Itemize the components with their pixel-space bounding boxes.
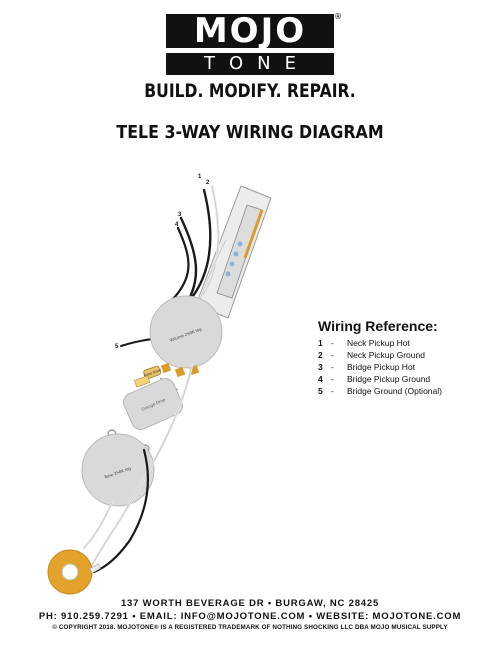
wire-number-5: 5: [115, 344, 119, 350]
reference-item-dash: -: [331, 350, 334, 360]
wire-number-2: 2: [206, 180, 210, 186]
reference-item: 5 - Bridge Ground (Optional): [318, 385, 498, 397]
treble-bleed-label: Treble Bleed: [142, 368, 162, 378]
tone-capacitor: Orange Drop: [122, 377, 184, 430]
footer-copyright: © COPYRIGHT 2018. MOJOTONE® IS A REGISTE…: [52, 624, 448, 631]
wire-number-1: 1: [198, 174, 202, 180]
reference-item-dash: -: [331, 374, 334, 384]
tagline: BUILD. MODIFY. REPAIR.: [144, 80, 356, 102]
reference-item-text: Bridge Pickup Hot: [347, 362, 416, 372]
reference-item-number: 4: [318, 374, 323, 384]
reference-item-text: Neck Pickup Ground: [347, 350, 425, 360]
three-way-switch: [195, 185, 272, 319]
reference-item: 1 - Neck Pickup Hot: [318, 337, 498, 349]
reference-item-number: 1: [318, 338, 323, 348]
treble-bleed: Treble Bleed: [134, 365, 162, 388]
output-jack: [47, 549, 102, 595]
reference-item-text: Neck Pickup Hot: [347, 338, 410, 348]
wire-number-3: 3: [178, 212, 182, 218]
mojotone-logo: MOJO TONE ®: [166, 12, 342, 78]
reference-item-dash: -: [331, 338, 334, 348]
logo-mojo-text: MOJO: [166, 14, 334, 48]
reference-item-dash: -: [331, 386, 334, 396]
reference-item-number: 2: [318, 350, 323, 360]
volume-pot: Volume 250K log: [149, 295, 223, 378]
footer-contact: PH: 910.259.7291 • EMAIL: INFO@MOJOTONE.…: [38, 611, 462, 622]
reference-item-number: 3: [318, 362, 323, 372]
reference-item-text: Bridge Pickup Ground: [347, 374, 431, 384]
logo-tone-text: TONE: [166, 53, 334, 75]
jack-wires: [82, 363, 194, 574]
reference-item: 3 - Bridge Pickup Hot: [318, 361, 498, 373]
reference-item-number: 5: [318, 386, 323, 396]
reference-item: 2 - Neck Pickup Ground: [318, 349, 498, 361]
reference-item-text: Bridge Ground (Optional): [347, 386, 442, 396]
wiring-reference: Wiring Reference: 1 - Neck Pickup Hot 2 …: [318, 318, 498, 397]
tone-pot: Tone 250K log: [81, 433, 155, 507]
logo-registered-mark: ®: [334, 12, 342, 21]
footer-address: 137 WORTH BEVERAGE DR • BURGAW, NC 28425: [120, 598, 380, 609]
reference-item: 4 - Bridge Pickup Ground: [318, 373, 498, 385]
diagram-title: TELE 3-WAY WIRING DIAGRAM: [116, 122, 384, 143]
wire-number-4: 4: [175, 222, 179, 228]
wire-number-labels: 1 2 3 4 5: [115, 174, 210, 350]
wiring-reference-heading: Wiring Reference:: [318, 318, 438, 334]
reference-item-dash: -: [331, 362, 334, 372]
